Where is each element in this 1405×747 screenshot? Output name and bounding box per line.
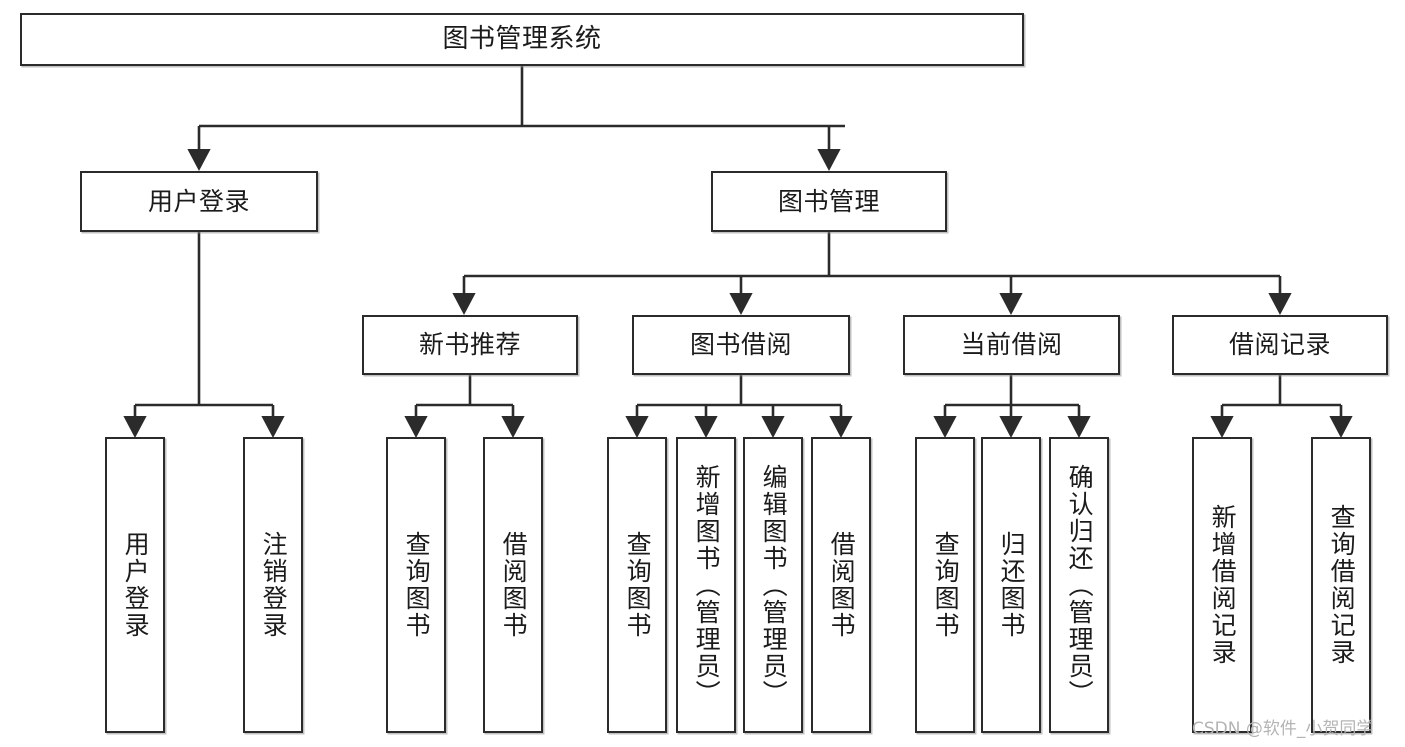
node-book-borrow[interactable]: 图书借阅 [632,315,850,375]
leaf-rec-borrow-book-label: 借阅图书 [499,531,529,639]
node-borrow-record-label: 借阅记录 [1228,330,1331,359]
leaf-rec-query-book-label: 查询图书 [402,531,432,639]
leaf-rec-add-record-label: 新增借阅记录 [1208,504,1238,666]
node-borrow-record[interactable]: 借阅记录 [1172,315,1388,375]
node-user-login[interactable]: 用户登录 [80,171,318,232]
node-root[interactable]: 图书管理系统 [20,13,1024,66]
leaf-rec-query-book[interactable]: 查询图书 [386,437,446,733]
node-current-borrow[interactable]: 当前借阅 [903,315,1120,375]
leaf-user-logout[interactable]: 注销登录 [243,437,303,733]
leaf-borrow-add-book-label: 新增图书（管理员） [692,463,722,707]
leaf-user-login[interactable]: 用户登录 [105,437,165,733]
leaf-rec-query-record[interactable]: 查询借阅记录 [1311,437,1371,733]
leaf-borrow-query-book-label: 查询图书 [623,531,653,639]
node-book-manage-label: 图书管理 [777,186,880,216]
leaf-cur-confirm-return[interactable]: 确认归还（管理员） [1049,437,1109,733]
node-book-manage[interactable]: 图书管理 [711,171,947,232]
leaf-user-logout-label: 注销登录 [259,531,289,639]
node-new-book-rec[interactable]: 新书推荐 [362,315,578,375]
leaf-borrow-borrow-book[interactable]: 借阅图书 [811,437,871,733]
leaf-borrow-add-book[interactable]: 新增图书（管理员） [676,437,736,733]
leaf-borrow-query-book[interactable]: 查询图书 [607,437,667,733]
leaf-cur-return-book[interactable]: 归还图书 [981,437,1041,733]
leaf-cur-query-book[interactable]: 查询图书 [915,437,975,733]
leaf-borrow-edit-book[interactable]: 编辑图书（管理员） [743,437,803,733]
node-current-borrow-label: 当前借阅 [960,330,1063,359]
node-book-borrow-label: 图书借阅 [689,330,792,359]
node-new-book-rec-label: 新书推荐 [418,330,521,359]
node-root-label: 图书管理系统 [442,23,602,54]
node-user-login-label: 用户登录 [147,186,250,216]
leaf-rec-add-record[interactable]: 新增借阅记录 [1192,437,1252,733]
leaf-borrow-borrow-book-label: 借阅图书 [827,531,857,639]
leaf-rec-query-record-label: 查询借阅记录 [1327,504,1357,666]
leaf-cur-return-book-label: 归还图书 [997,531,1027,639]
leaf-rec-borrow-book[interactable]: 借阅图书 [483,437,543,733]
leaf-cur-confirm-return-label: 确认归还（管理员） [1065,463,1095,707]
csdn-watermark: CSDN @软件_小贺同学 [1192,719,1374,739]
leaf-user-login-label: 用户登录 [121,531,151,639]
leaf-cur-query-book-label: 查询图书 [931,531,961,639]
leaf-borrow-edit-book-label: 编辑图书（管理员） [759,463,789,707]
